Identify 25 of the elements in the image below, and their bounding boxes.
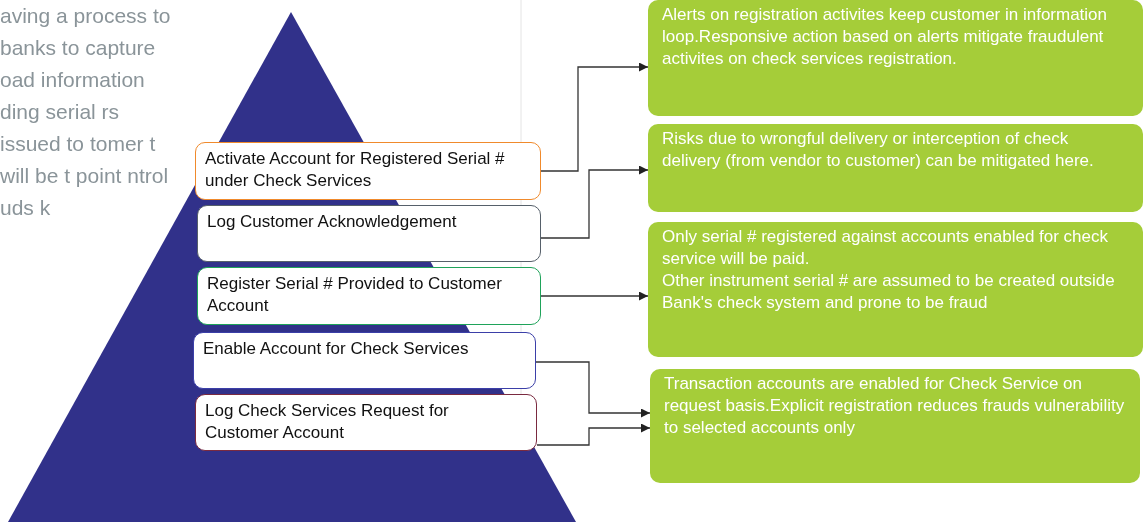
arrow xyxy=(535,361,651,418)
process-box xyxy=(193,332,536,389)
arrow xyxy=(536,423,651,446)
note-text: Only serial # registered against accounts enabled for check service will be paid. xyxy=(662,226,1110,270)
note-text: Alerts on registration activites keep customer in information loop.Responsive action based on alerts mitigate fraudulent activites on check services registration. xyxy=(662,4,1109,70)
note-box xyxy=(648,124,1143,212)
process-box xyxy=(195,394,537,451)
process-box xyxy=(197,205,541,262)
process-box xyxy=(195,142,541,200)
process-box xyxy=(197,267,541,325)
step-text: Log Check Services Request for Customer Account xyxy=(205,400,450,444)
step-text: Register Serial # Provided to Customer Account xyxy=(207,273,503,317)
arrow xyxy=(540,165,649,239)
side-paragraph: aving a process to banks to capture oad information ding serial rs issued to tomer t will be t point ntrol uds k xyxy=(0,3,172,221)
step-text: Activate Account for Registered Serial # under Check Services xyxy=(205,148,506,192)
step-text: Enable Account for Check Services xyxy=(203,338,470,360)
arrow xyxy=(540,62,649,172)
note-text: Other instrument serial # are assumed to be created outside Bank's check system and prone to be fraud xyxy=(662,270,1116,314)
note-text: Risks due to wrongful delivery or interception of check delivery (from vendor to customer) can be mitigated here. xyxy=(662,128,1095,172)
note-box xyxy=(650,369,1140,483)
note-text: Transaction accounts are enabled for Check Service on request basis.Explicit registration reduces frauds vulnerability to selected accounts only xyxy=(664,373,1126,439)
step-text: Log Customer Acknowledgement xyxy=(207,211,458,233)
note-box xyxy=(648,222,1143,357)
note-box xyxy=(648,0,1143,116)
arrow xyxy=(540,291,649,301)
